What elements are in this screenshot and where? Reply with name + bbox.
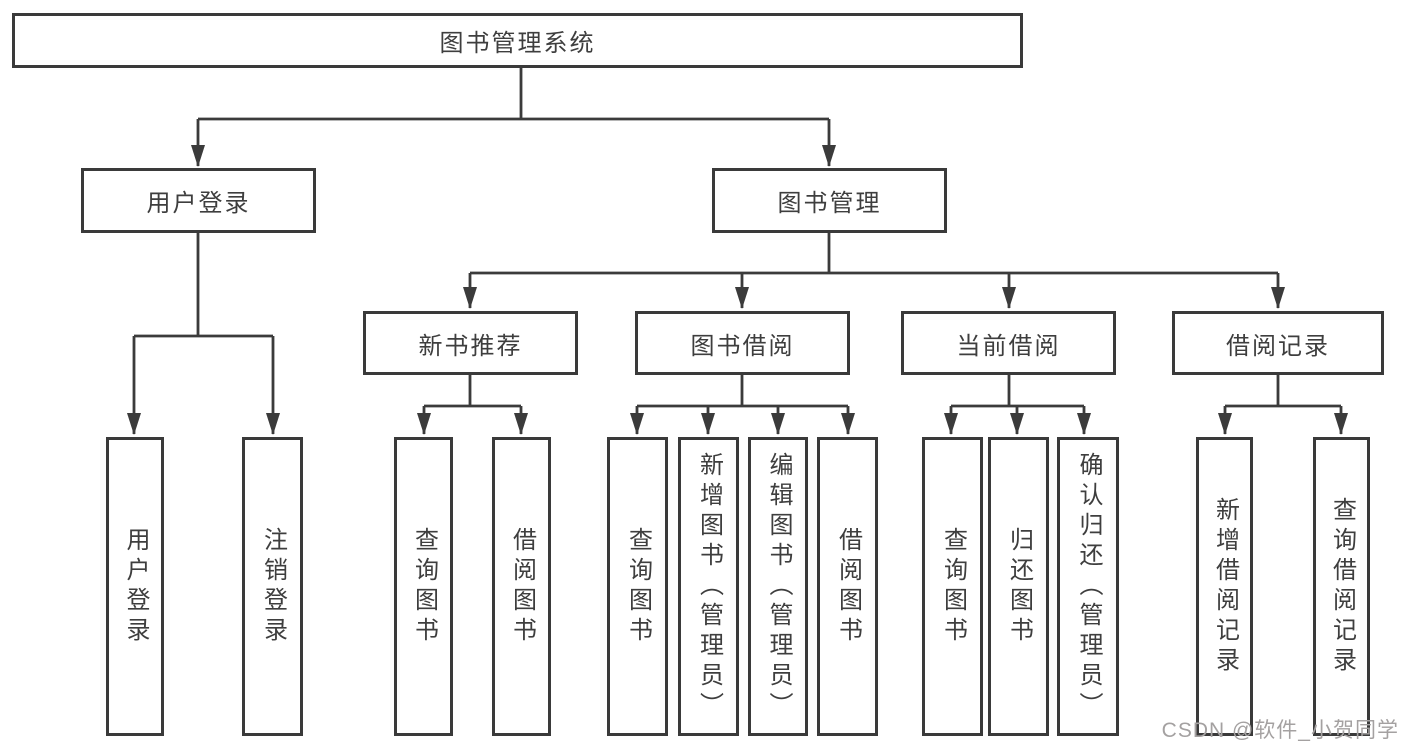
leaf-query-book-current: 查询图书 [922, 437, 983, 736]
node-book-management: 图书管理 [712, 168, 947, 233]
node-root-system: 图书管理系统 [12, 13, 1023, 68]
leaf-user-login: 用户登录 [106, 437, 164, 736]
leaf-edit-book-admin: 编辑图书（管理员） [748, 437, 808, 736]
node-borrow-records: 借阅记录 [1172, 311, 1384, 375]
node-book-borrow: 图书借阅 [635, 311, 850, 375]
leaf-add-book-admin: 新增图书（管理员） [678, 437, 739, 736]
leaf-query-borrow-record: 查询借阅记录 [1313, 437, 1370, 736]
leaf-query-book-borrow: 查询图书 [607, 437, 668, 736]
leaf-borrow-book-recommend: 借阅图书 [492, 437, 551, 736]
leaf-confirm-return-admin: 确认归还（管理员） [1057, 437, 1119, 736]
leaf-logout: 注销登录 [242, 437, 303, 736]
node-current-borrow: 当前借阅 [901, 311, 1116, 375]
node-new-book-recommend: 新书推荐 [363, 311, 578, 375]
leaf-add-borrow-record: 新增借阅记录 [1196, 437, 1253, 736]
leaf-query-book-recommend: 查询图书 [394, 437, 453, 736]
csdn-watermark: CSDN @软件_小贺同学 [1161, 719, 1399, 742]
leaf-return-book: 归还图书 [988, 437, 1049, 736]
leaf-borrow-book: 借阅图书 [817, 437, 878, 736]
node-user-login: 用户登录 [81, 168, 316, 233]
